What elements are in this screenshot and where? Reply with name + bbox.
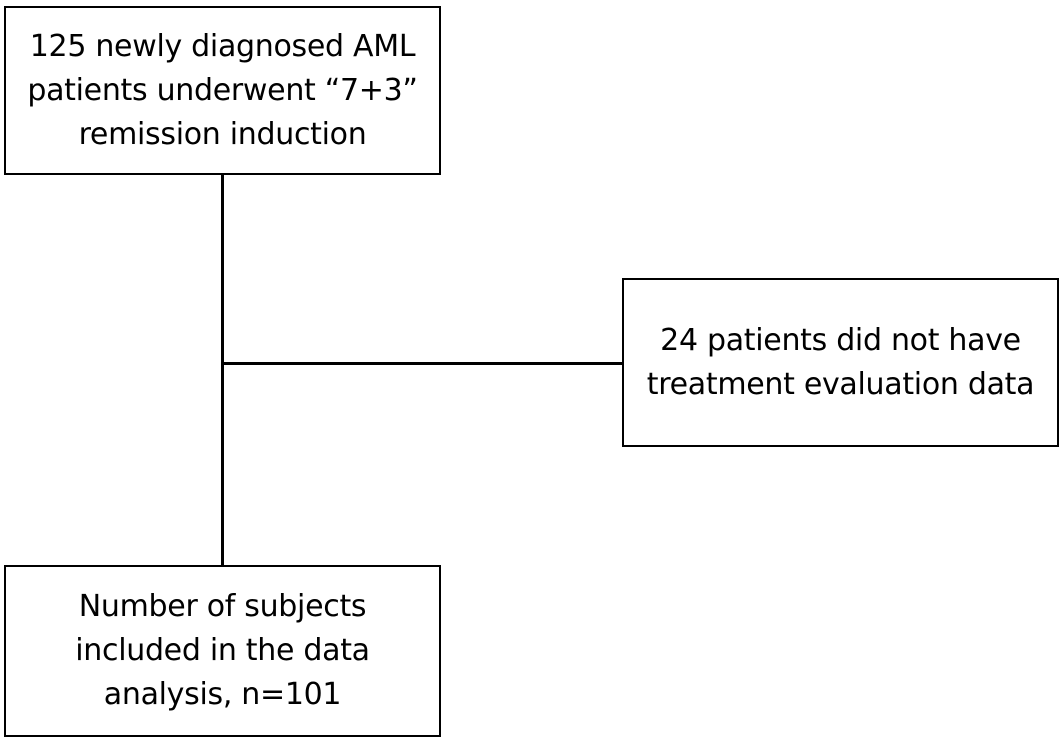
analysis-text-line: analysis, n=101 [103,677,342,712]
enrollment-box: 125 newly diagnosed AML patients underwe… [4,6,441,175]
enrollment-text-line: 125 newly diagnosed AML [29,28,416,64]
exclusion-box: 24 patients did not have treatment evalu… [622,278,1059,447]
analysis-text-line: included in the data [75,633,370,668]
exclusion-branch-connector [222,362,622,365]
analysis-box: Number of subjects included in the data … [4,565,441,737]
main-flow-connector [221,175,224,565]
exclusion-text-line: 24 patients did not have [660,322,1021,358]
exclusion-text-line: treatment evaluation data [646,366,1035,402]
enrollment-text-line: patients underwent “7+3” [27,72,418,108]
enrollment-text-line: remission induction [78,116,367,152]
analysis-text-line: Number of subjects [78,589,367,624]
